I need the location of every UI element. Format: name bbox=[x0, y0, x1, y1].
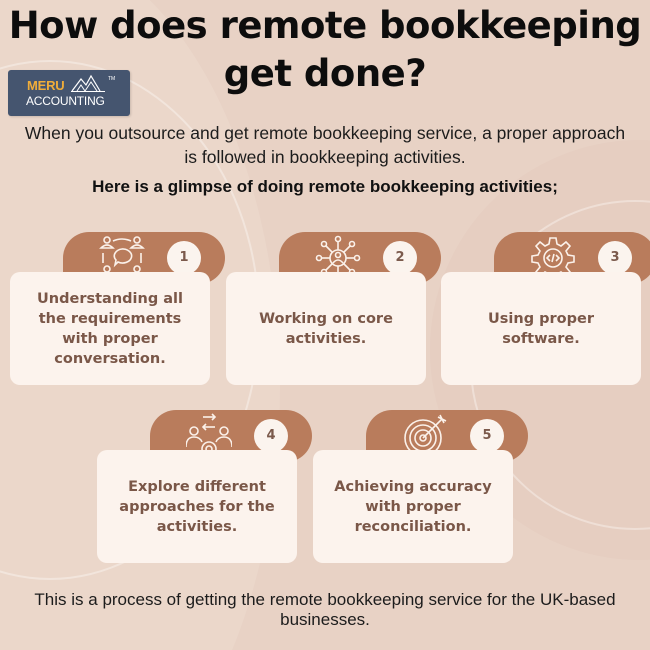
network-person-icon bbox=[315, 235, 361, 281]
step-number: 3 bbox=[598, 241, 632, 275]
page-title: How does remote bookkeeping get done? bbox=[8, 4, 642, 95]
people-exchange-gear-icon bbox=[186, 413, 232, 457]
step-number: 2 bbox=[383, 241, 417, 275]
step-number: 1 bbox=[167, 241, 201, 275]
step-number: 5 bbox=[470, 419, 504, 453]
step-card-5: 5 Achieving accuracy with proper reconci… bbox=[313, 410, 528, 570]
logo-brand-bottom: ACCOUNTING bbox=[26, 94, 105, 108]
step-body: Understanding all the requirements with … bbox=[10, 272, 210, 385]
step-body: Working on core activities. bbox=[226, 272, 426, 385]
logo-brand-top: MERU bbox=[27, 78, 65, 93]
trademark-symbol: TM bbox=[108, 76, 116, 82]
step-body: Explore different approaches for the act… bbox=[97, 450, 297, 563]
step-card-3: 3 Using proper software. bbox=[441, 232, 650, 392]
step-number: 4 bbox=[254, 419, 288, 453]
intro-paragraph: When you outsource and get remote bookke… bbox=[24, 123, 626, 167]
step-body: Using proper software. bbox=[441, 272, 641, 385]
meru-accounting-logo: MERU TM ACCOUNTING bbox=[8, 70, 130, 116]
step-card-4: 4 Explore different approaches for the a… bbox=[97, 410, 312, 570]
step-card-1: 1 Understanding all the requirements wit… bbox=[10, 232, 225, 392]
step-text: Achieving accuracy with proper reconcili… bbox=[334, 478, 492, 535]
step-body: Achieving accuracy with proper reconcili… bbox=[313, 450, 513, 563]
step-text: Using proper software. bbox=[488, 310, 594, 347]
step-card-2: 2 Working on core activities. bbox=[226, 232, 441, 392]
mountain-icon bbox=[71, 74, 105, 92]
step-text: Working on core activities. bbox=[259, 310, 393, 347]
step-text: Understanding all the requirements with … bbox=[37, 290, 183, 367]
glimpse-heading: Here is a glimpse of doing remote bookke… bbox=[92, 177, 558, 196]
step-text: Explore different approaches for the act… bbox=[119, 478, 275, 535]
footer-text: This is a process of getting the remote … bbox=[34, 590, 616, 629]
